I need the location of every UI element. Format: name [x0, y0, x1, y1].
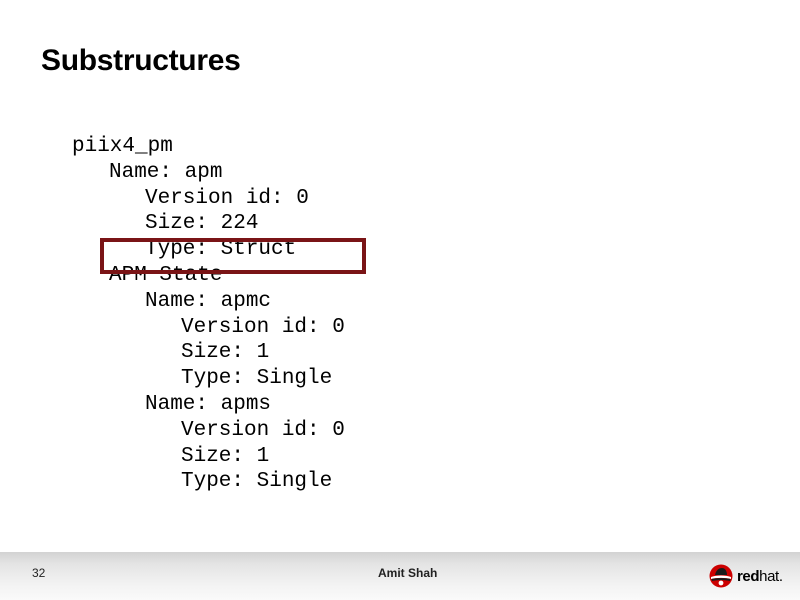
code-line: Type: Single — [181, 470, 333, 494]
redhat-logo: redhat. — [708, 562, 783, 590]
code-line: piix4_pm — [72, 135, 173, 158]
code-line-highlighted: Type: Struct — [145, 238, 297, 262]
author-name: Amit Shah — [378, 566, 438, 580]
code-block: piix4_pm Name: apm Version id: 0 Size: 2… — [72, 134, 345, 495]
code-line: Size: 1 — [181, 444, 270, 468]
code-line: Size: 224 — [145, 212, 259, 236]
code-line: Name: apms — [145, 392, 272, 416]
highlight-box — [100, 238, 366, 274]
code-line: Version id: 0 — [181, 315, 345, 339]
slide-title: Substructures — [41, 44, 241, 77]
code-line: Name: apmc — [145, 289, 272, 313]
code-line: Name: apm — [109, 160, 223, 184]
code-line: APM State — [109, 263, 223, 287]
page-number: 32 — [32, 566, 46, 580]
code-line: Type: Single — [181, 367, 333, 391]
shadowman-icon — [709, 564, 733, 588]
code-line: Version id: 0 — [145, 186, 309, 210]
slide-footer: 32 Amit Shah redhat. — [0, 552, 800, 600]
code-line: Version id: 0 — [181, 418, 345, 442]
logo-wordmark: redhat. — [737, 567, 783, 585]
code-line: Size: 1 — [181, 341, 270, 365]
